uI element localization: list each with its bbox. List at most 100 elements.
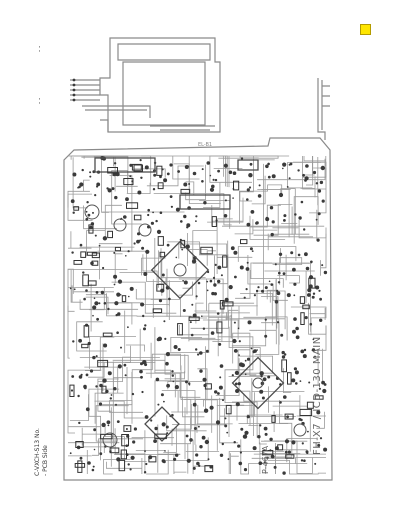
solder-pad xyxy=(163,400,165,403)
solder-pad xyxy=(72,340,75,343)
solder-pad xyxy=(279,401,282,404)
solder-pad xyxy=(224,297,229,302)
solder-pad xyxy=(256,349,259,351)
solder-pad xyxy=(281,355,286,359)
solder-pad xyxy=(123,363,127,367)
solder-pad xyxy=(127,326,129,329)
solder-pad xyxy=(169,163,173,167)
pcb-trace xyxy=(206,250,216,266)
solder-pad xyxy=(284,439,290,444)
solder-pad xyxy=(233,250,238,255)
component-footprint xyxy=(284,413,294,420)
solder-pad xyxy=(264,432,268,436)
pcb-trace xyxy=(118,250,182,282)
solder-pad xyxy=(230,246,235,251)
solder-pad xyxy=(155,219,158,223)
component-footprint xyxy=(80,251,87,258)
solder-pad xyxy=(263,426,268,431)
solder-pad xyxy=(106,420,111,425)
solder-pad xyxy=(163,320,166,323)
pcb-trace xyxy=(272,257,303,285)
component-footprint xyxy=(221,301,234,307)
solder-pad xyxy=(315,218,318,221)
pcb-trace xyxy=(79,299,139,310)
component-footprint xyxy=(75,441,84,448)
solder-pad xyxy=(87,461,91,465)
solder-pad xyxy=(246,222,251,227)
pcb-trace xyxy=(320,233,327,276)
pcb-trace xyxy=(246,414,283,424)
solder-pad xyxy=(125,255,127,257)
pcb-trace xyxy=(95,405,129,442)
solder-pad xyxy=(293,282,297,286)
solder-pad xyxy=(199,351,203,355)
solder-pad xyxy=(175,256,178,259)
solder-pad xyxy=(116,331,119,335)
component-footprint xyxy=(271,415,276,423)
solder-pad xyxy=(161,422,166,427)
margin-caption-1: C-VXCH-S13 No. xyxy=(34,428,41,476)
component-footprint xyxy=(91,260,99,266)
solder-pad xyxy=(191,303,194,306)
solder-pad xyxy=(270,283,274,286)
pcb-trace xyxy=(265,456,291,474)
solder-pad xyxy=(94,301,99,306)
solder-pad xyxy=(117,364,122,369)
solder-pad xyxy=(280,333,284,337)
solder-pad xyxy=(116,420,120,423)
solder-pad xyxy=(307,293,311,297)
component-footprint xyxy=(299,296,306,304)
solder-pad xyxy=(293,294,296,297)
solder-pad xyxy=(217,265,222,270)
solder-pad xyxy=(79,456,83,460)
solder-pad xyxy=(192,402,197,407)
solder-pad xyxy=(147,213,150,217)
solder-pad xyxy=(243,296,246,299)
solder-pad xyxy=(282,167,284,170)
solder-pad xyxy=(89,225,93,230)
solder-pad xyxy=(221,442,224,446)
solder-pad xyxy=(188,382,191,385)
solder-pad xyxy=(81,168,84,172)
pcb-trace xyxy=(196,404,233,433)
solder-pad xyxy=(293,367,297,371)
solder-pad xyxy=(271,174,276,179)
component-footprint xyxy=(73,260,83,265)
solder-pad xyxy=(113,251,116,254)
solder-pad xyxy=(269,206,274,210)
solder-pad xyxy=(304,316,308,320)
solder-pad xyxy=(237,382,241,386)
solder-pad xyxy=(317,212,321,216)
solder-pad xyxy=(312,292,316,295)
solder-pad xyxy=(282,272,286,275)
solder-pad xyxy=(165,352,170,357)
component-footprint xyxy=(299,408,313,416)
solder-pad xyxy=(248,186,252,189)
solder-pad xyxy=(159,175,162,179)
solder-pad xyxy=(173,345,178,349)
pcb-trace xyxy=(94,400,146,419)
solder-pad xyxy=(129,175,132,178)
pcb-trace xyxy=(67,193,93,221)
solder-pad xyxy=(312,170,317,175)
solder-pad xyxy=(238,461,243,466)
solder-pad xyxy=(297,253,301,257)
solder-pad xyxy=(213,283,217,287)
solder-pad xyxy=(195,220,197,223)
pcb-trace xyxy=(173,163,221,204)
component-footprint xyxy=(133,164,143,172)
solder-pad xyxy=(276,291,281,296)
board-sub-label: EL-B1 xyxy=(198,142,212,148)
solder-pad xyxy=(156,337,161,342)
pcb-trace xyxy=(255,319,280,355)
solder-pad xyxy=(300,418,303,422)
solder-pad xyxy=(131,392,135,396)
solder-pad xyxy=(317,443,321,447)
component-footprint xyxy=(77,460,83,473)
solder-pad xyxy=(232,171,237,175)
component-footprint xyxy=(177,323,183,336)
pcb-trace xyxy=(267,460,319,475)
solder-pad xyxy=(142,314,145,318)
solder-pad xyxy=(219,364,224,368)
solder-pad xyxy=(78,338,82,343)
